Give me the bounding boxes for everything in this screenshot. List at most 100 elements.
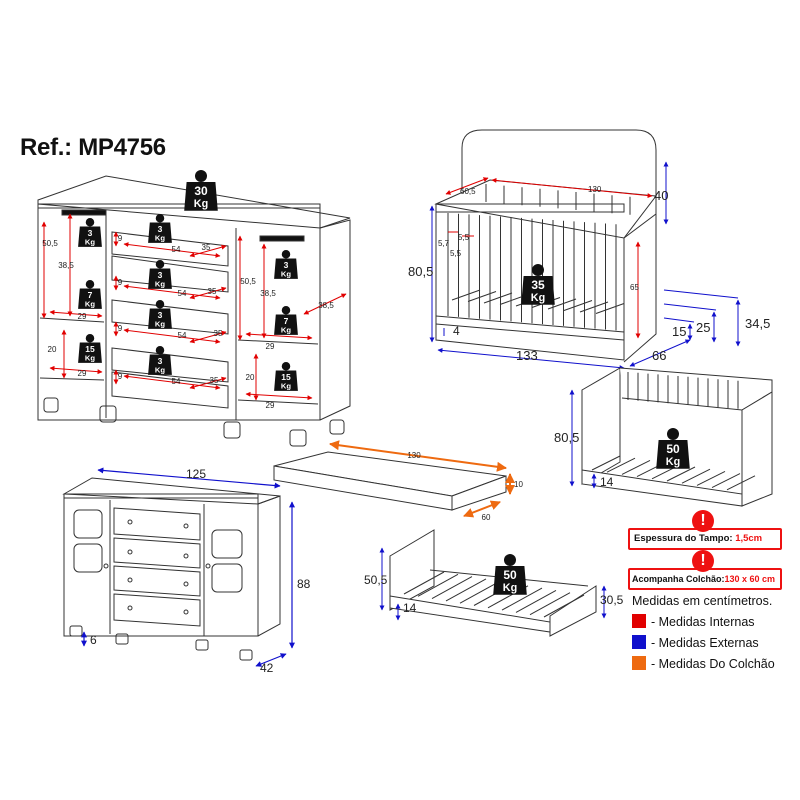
legend-item: - Medidas Internas [632,614,755,630]
dresser-internal-dimensions [41,213,347,401]
dim-mattress-width: 60 [482,513,491,522]
dim-mini-foot-height: 30,5 [600,593,624,607]
mattress-dimensions [329,440,515,518]
dim-crib-headboard: 40 [654,188,668,203]
bed-sofa-base-slat [696,470,726,486]
crib-labels: 60,5 130 40 80,5 5,7 5,5 5,5 65 4 133 66… [408,185,770,363]
weight-icon-drawer: 3Kg [148,346,172,375]
weight-icon-drawer: 3Kg [148,214,172,243]
dim-drawer-d-2: 35 [208,287,217,296]
legend-swatch [632,656,646,670]
weight-icon-drawer: 3Kg [148,260,172,289]
dim-side-depth: 38,5 [318,301,334,310]
dim-drawer-w-2: 54 [178,289,187,298]
weight-value: 50 [503,568,517,582]
dim-drawer-h-4: 9 [118,372,123,381]
weight-unit: Kg [281,325,292,334]
weight-unit: Kg [85,299,96,308]
crib-base-slat [563,300,593,311]
dim-sofa-base: 14 [600,475,614,489]
dim-drawer-w-3: 54 [178,331,187,340]
bed-mini-slat [403,571,445,595]
dim-left-width-1: 29 [78,312,87,321]
weight-value: 3 [158,356,163,366]
warning-icon: ! [692,550,714,572]
weight-value: 7 [88,290,93,300]
units-note: Medidas em centímetros. [632,594,773,608]
weight-unit: Kg [194,198,208,210]
bed-mini-labels: 50,5 14 30,5 [364,573,624,615]
weight-value: 3 [158,310,163,320]
weight-unit: Kg [531,292,545,304]
weight-value: 3 [88,228,93,238]
crib-base-slat [451,289,481,301]
dim-left-lower: 20 [48,345,57,354]
weight-icons: 30Kg3Kg3Kg3Kg3Kg3Kg3Kg7Kg7Kg15Kg15Kg35Kg… [78,170,690,595]
bed-mini-slat [459,580,501,604]
legend-label: - Medidas Do Colchão [651,657,775,671]
dim-crib-inner-height: 65 [630,283,639,292]
bed-sofa-labels: 80,5 14 [554,430,614,489]
crib-dimensions [429,161,741,371]
weight-unit: Kg [155,233,166,242]
dim-dresser-height: 88 [297,577,311,591]
top-thickness-value: 1,5cm [735,533,763,544]
weight-value: 30 [194,184,208,198]
dim-mini-height: 50,5 [364,573,388,587]
dim-crib-width: 60,5 [460,187,476,196]
weight-value: 50 [666,442,680,456]
bed-sofa-base-slat [621,459,651,475]
weight-icon-shelf_mid: 7Kg [78,280,102,309]
bed-sofa-slats [591,372,756,491]
dim-drawer-w-1: 54 [172,245,181,254]
weight-icon-shelf_mid: 7Kg [274,306,298,335]
weight-unit: Kg [85,353,96,362]
bed-mini-slat [529,592,571,616]
weight-value: 15 [85,344,95,354]
dim-dresser-depth: 42 [260,661,274,675]
weight-icon-hanger: 3Kg [78,218,102,247]
dim-crib-gap-b: 5,5 [458,233,470,242]
bed-sofa-base-slat [666,466,696,482]
dim-sofa-height: 80,5 [554,430,579,445]
legend-swatch [632,635,646,649]
dim-mattress-thickness: 10 [514,480,523,489]
dim-dresser-width: 125 [186,467,206,481]
dim-drawer-h-2: 9 [118,278,123,287]
dim-crib-length: 130 [588,185,602,194]
mattress-included-value: 130 x 60 cm [724,574,776,584]
dim-drawer-d-1: 35 [202,243,211,252]
dim-left-width-2: 29 [78,369,87,378]
legend-label: - Medidas Externas [651,636,759,650]
dim-left-upper: 38,5 [58,261,74,270]
mattress-included-warning: ! Acompanha Colchão:130 x 60 cm [628,550,782,590]
dim-right-lower: 20 [246,373,255,382]
dim-dresser-foot: 6 [90,633,97,647]
dim-drawer-h-3: 9 [118,324,123,333]
dresser-internal-view [37,175,351,447]
bed-mini-slat [515,589,557,613]
top-thickness-label: Espessura do Tampo: [634,533,733,544]
mattress-included-label: Acompanha Colchão: [632,574,725,584]
dim-mini-base: 14 [403,601,417,615]
dresser-external-dimensions [81,467,295,667]
dim-crib-level-2: 25 [696,320,710,335]
dim-drawer-d-3: 35 [214,329,223,338]
bed-mini-slat [543,594,585,618]
dim-crib-gap-c: 5,5 [450,249,462,258]
legend-item: - Medidas Do Colchão [632,656,775,672]
weight-unit: Kg [281,269,292,278]
bed-mini-slat [445,578,487,602]
legend-swatch [632,614,646,628]
dim-crib-level-3: 34,5 [745,316,770,331]
legend-label: - Medidas Internas [651,615,755,629]
bed-sofa-base-slat [726,475,756,491]
dim-crib-base: 4 [453,324,460,338]
weight-value: 7 [284,316,289,326]
weight-unit: Kg [155,365,166,374]
bed-sofa-dimensions [569,389,597,489]
weight-icon-drawer: 3Kg [148,300,172,329]
legend-item: - Medidas Externas [632,635,759,651]
bed-mini-slat [417,573,459,597]
